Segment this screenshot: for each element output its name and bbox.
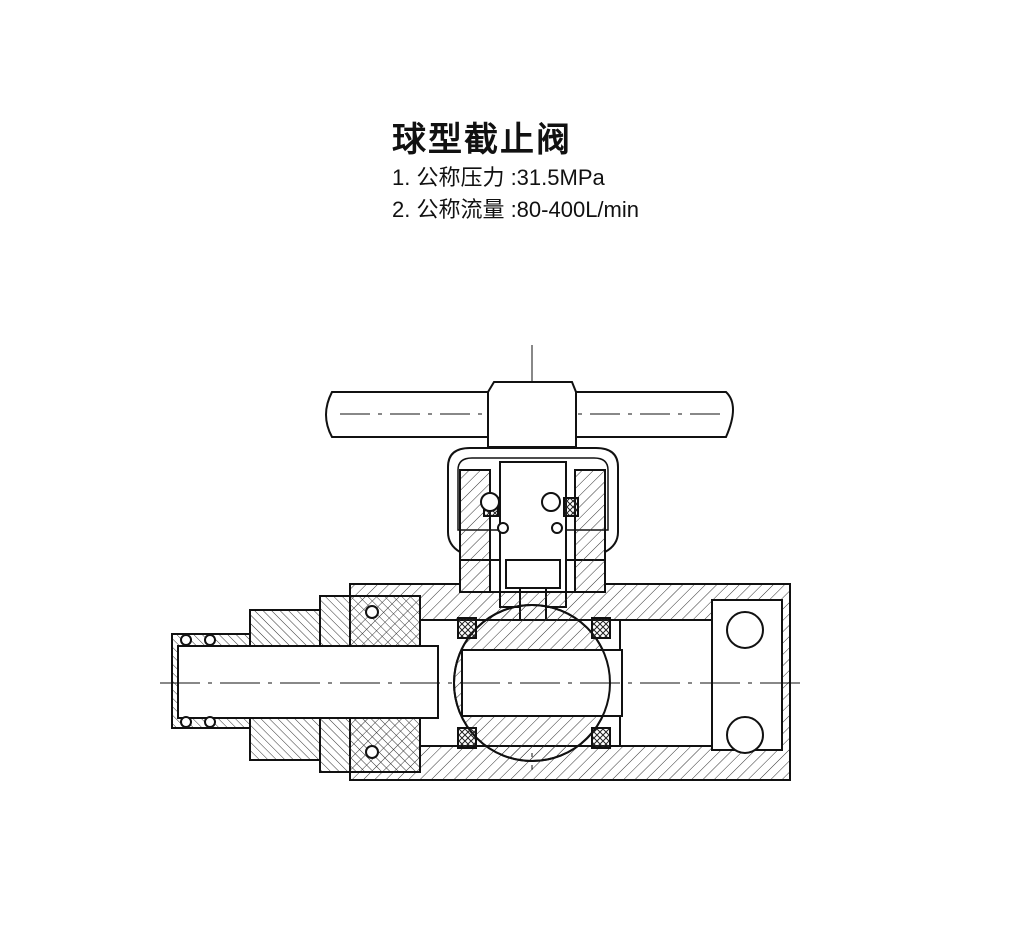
title-block: 球型截止阀 1. 公称压力 :31.5MPa 2. 公称流量 :80-400L/… — [392, 118, 639, 226]
spec-flow: 2. 公称流量 :80-400L/min — [392, 197, 639, 222]
ball-element — [453, 604, 623, 762]
stem-housing — [459, 461, 606, 629]
diagram-title: 球型截止阀 — [392, 120, 572, 160]
t-handle — [325, 381, 734, 448]
spec-pressure: 1. 公称压力 :31.5MPa — [392, 165, 605, 190]
inlet-fitting — [171, 595, 439, 773]
